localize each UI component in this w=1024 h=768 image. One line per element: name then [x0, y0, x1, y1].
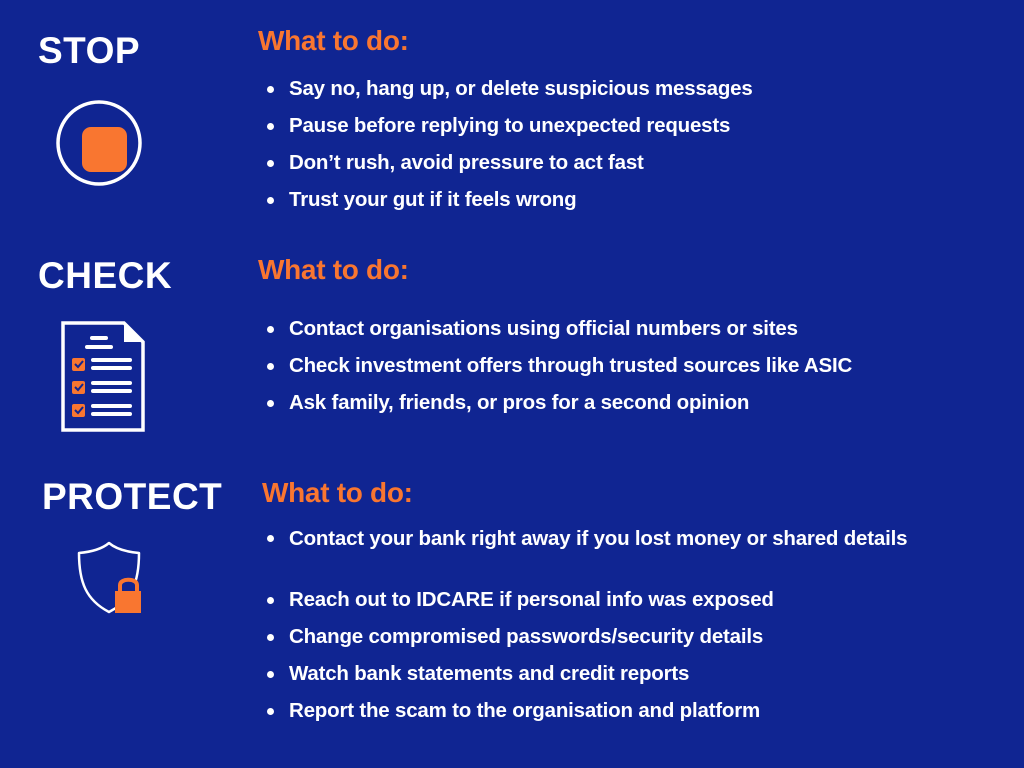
list-item: Ask family, friends, or pros for a secon… — [262, 391, 852, 428]
list-item: Pause before replying to unexpected requ… — [262, 114, 753, 151]
protect-list: Contact your bank right away if you lost… — [262, 526, 929, 736]
list-item: Contact your bank right away if you lost… — [262, 520, 929, 594]
protect-heading: What to do: — [262, 477, 413, 508]
shield-lock-icon — [77, 541, 141, 614]
section-title-protect: PROTECT — [42, 476, 223, 517]
list-item: Contact organisations using official num… — [262, 317, 852, 354]
section-title-stop: STOP — [38, 30, 141, 71]
check-list: Contact organisations using official num… — [262, 317, 852, 428]
list-item: Watch bank statements and credit reports — [262, 662, 929, 699]
checklist-document-icon — [61, 321, 145, 432]
list-item: Change compromised passwords/security de… — [262, 625, 929, 662]
check-heading: What to do: — [258, 254, 409, 285]
stop-list: Say no, hang up, or delete suspicious me… — [262, 77, 753, 225]
list-item: Say no, hang up, or delete suspicious me… — [262, 77, 753, 114]
list-item: Trust your gut if it feels wrong — [262, 188, 753, 225]
stop-heading: What to do: — [258, 25, 409, 56]
list-item: Check investment offers through trusted … — [262, 354, 852, 391]
list-item: Don’t rush, avoid pressure to act fast — [262, 151, 753, 188]
list-item: Report the scam to the organisation and … — [262, 699, 929, 736]
section-title-check: CHECK — [38, 255, 173, 296]
list-item: Reach out to IDCARE if personal info was… — [262, 588, 929, 625]
stop-icon — [56, 100, 142, 186]
